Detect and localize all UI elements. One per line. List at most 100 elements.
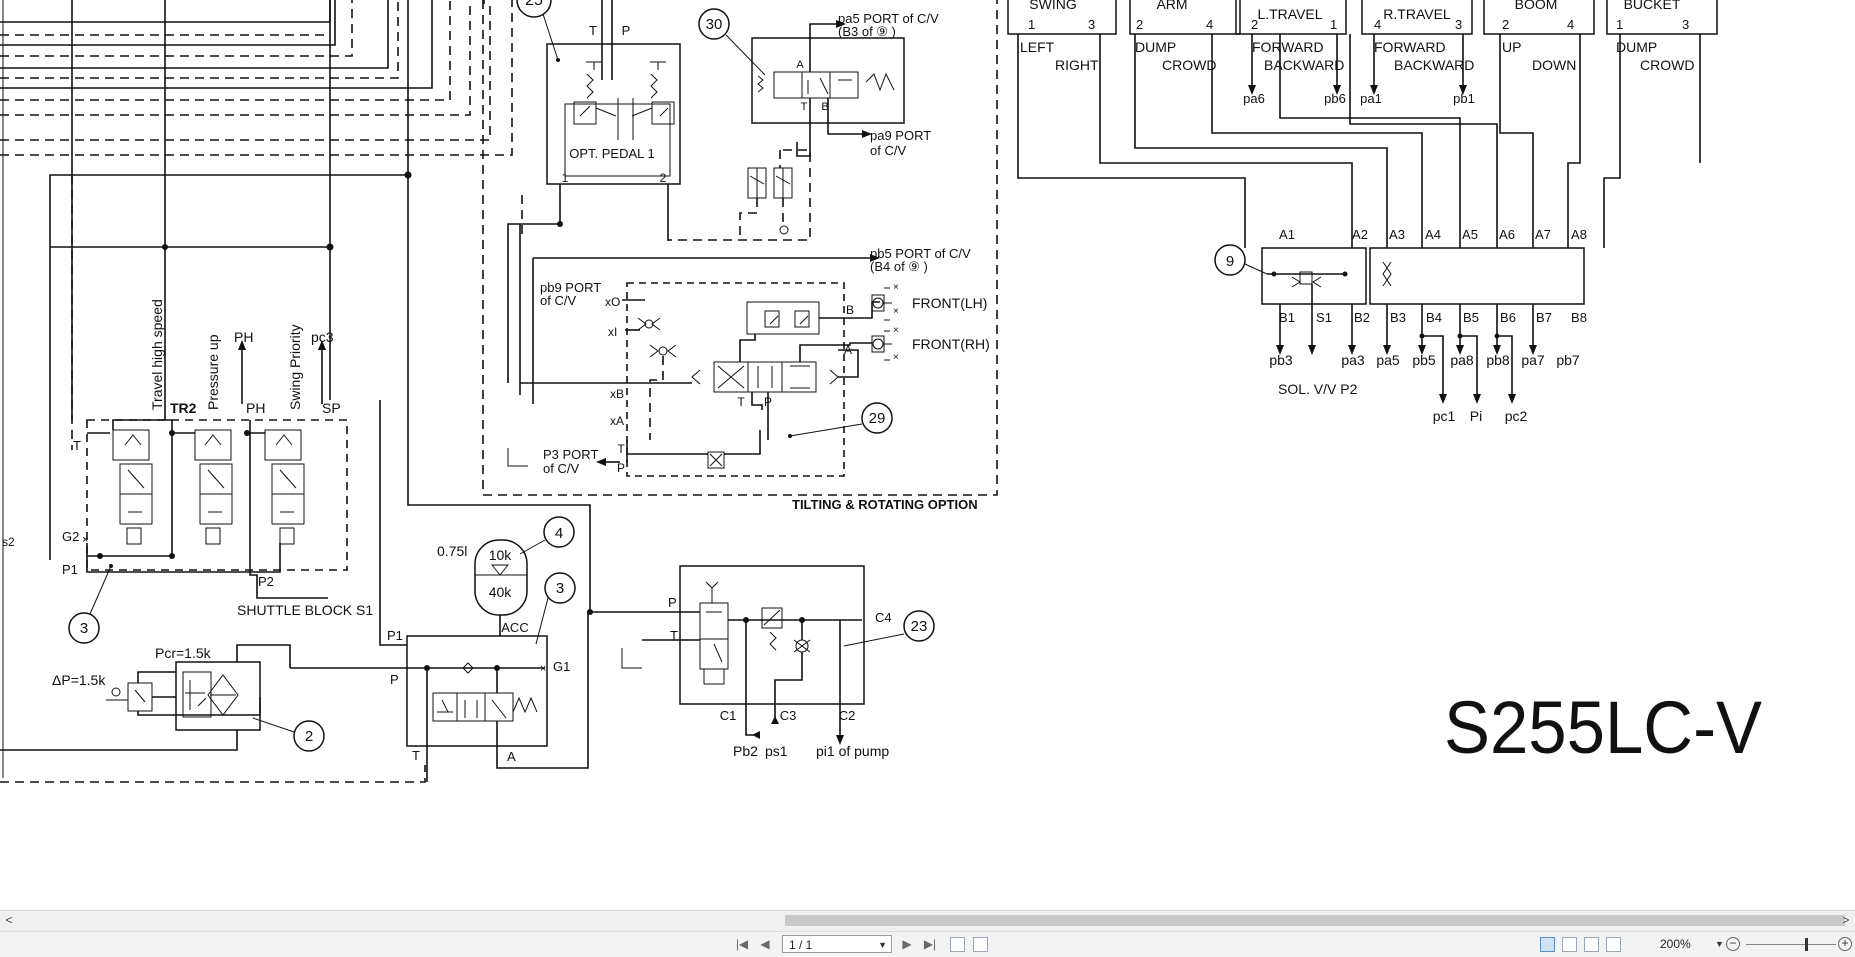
pa9-line1: pa9 PORT [870, 128, 931, 143]
ltravel-name: L.TRAVEL [1257, 6, 1322, 22]
sol-pb7: pb7 [1556, 352, 1580, 368]
two-column-view-icon[interactable] [1584, 937, 1599, 952]
scroll-thumb[interactable] [785, 915, 1845, 926]
swing-port1: 1 [1028, 17, 1035, 32]
pilot-pb1: pb1 [1453, 91, 1475, 106]
shuttle-block-group: Travel high speed Pressure up Swing Prio… [2, 299, 373, 644]
rtravel-port4: 4 [1374, 17, 1381, 32]
sol-b8: B8 [1571, 310, 1587, 325]
zoom-out-button[interactable]: − [1726, 937, 1740, 951]
acc-volume: 0.75l [437, 543, 467, 559]
boom-port2: 2 [1502, 17, 1509, 32]
single-column-view-icon[interactable] [1562, 937, 1577, 952]
rtravel-name: R.TRAVEL [1383, 6, 1451, 22]
pa9-line2: of C/V [870, 143, 906, 158]
arm-name: ARM [1156, 0, 1187, 12]
svg-text:×: × [893, 282, 899, 293]
page-number-select[interactable]: 1 / 1 ▼ [782, 935, 892, 953]
pedal-name: OPT. PEDAL 1 [569, 146, 655, 161]
sol-b3: B3 [1390, 310, 1406, 325]
horizontal-scrollbar[interactable]: < > [0, 910, 1855, 931]
facing-view-icon[interactable] [1606, 937, 1621, 952]
page-number-value: 1 / 1 [789, 938, 813, 952]
shuttle-label-pressure: Pressure up [205, 334, 221, 410]
acc-p1: P1 [387, 628, 403, 643]
v23-c4: C4 [875, 610, 892, 625]
filter-pcr: Pcr=1.5k [155, 645, 212, 661]
first-page-button[interactable]: |◀ [735, 937, 749, 951]
opt-pedal-group: 25 T P OPT. PEDAL 1 1 2 [507, 0, 681, 383]
arm-right: CROWD [1162, 57, 1216, 73]
v23-c3: C3 [780, 708, 797, 723]
shuttle-name: SHUTTLE BLOCK S1 [237, 602, 373, 618]
callout-25 [516, 0, 552, 18]
tilt-xa: xA [610, 414, 624, 428]
acc-top: 10k [489, 547, 513, 563]
tilt-t2: T [617, 442, 625, 456]
pedal-port1: 1 [562, 171, 569, 185]
section-title: TILTING & ROTATING OPTION [792, 497, 978, 512]
sol-pc2: pc2 [1505, 408, 1528, 424]
next-page-button[interactable]: ▶ [902, 937, 912, 951]
v30-a: A [796, 59, 804, 71]
shuttle-side: s2 [2, 535, 15, 549]
callout-2-label: 2 [305, 728, 313, 745]
pb9-line1: pb9 PORT [540, 280, 601, 295]
filter-group: ΔP=1.5k Pcr=1.5k 2 [0, 644, 325, 752]
zoom-slider-track[interactable] [1746, 944, 1836, 945]
shuttle-ph: PH [246, 400, 265, 416]
shuttle-label-swing: Swing Priority [287, 324, 303, 410]
svg-text:×: × [893, 306, 899, 317]
pb9-line2: of C/V [540, 293, 576, 308]
svg-text:×: × [893, 352, 899, 363]
sol-name: SOL. V/V P2 [1278, 381, 1358, 397]
pilot-pa1: pa1 [1360, 91, 1382, 106]
tilt-xo: xO [605, 295, 620, 309]
boom-right: DOWN [1532, 57, 1576, 73]
callout-9 [1214, 244, 1246, 276]
bucket-left: DUMP [1616, 39, 1657, 55]
callout-25-label: 25 [525, 0, 543, 9]
last-page-button[interactable]: ▶| [923, 937, 937, 951]
zoom-slider-thumb[interactable] [1805, 938, 1808, 951]
shuttle-sp: SP [322, 400, 341, 416]
sol-pb5: pb5 [1412, 352, 1436, 368]
document-viewport[interactable]: 25 T P OPT. PEDAL 1 1 2 30 A T [0, 0, 1855, 910]
zoom-level[interactable]: 200% [1660, 937, 1691, 951]
filter-dp: ΔP=1.5k [52, 672, 106, 688]
ltravel-left: FORWARD [1252, 39, 1324, 55]
scroll-right-button[interactable]: > [1842, 913, 1850, 927]
v23-t: T [670, 628, 678, 643]
v23-c2: C2 [839, 708, 856, 723]
sol-a2: A2 [1352, 227, 1368, 242]
svg-text:×: × [540, 663, 546, 675]
chevron-down-icon: ▼ [878, 940, 887, 950]
bucket-port3: 3 [1682, 17, 1689, 32]
sol-b2: B2 [1354, 310, 1370, 325]
single-page-view-icon[interactable] [950, 937, 965, 952]
continuous-view-icon[interactable] [1540, 937, 1555, 952]
acc-label: ACC [501, 620, 528, 635]
pa5-line2: (B3 of ⑨ ) [838, 24, 896, 39]
boom-name: BOOM [1515, 0, 1558, 12]
previous-page-button[interactable]: ◀ [760, 937, 770, 951]
scroll-left-button[interactable]: < [5, 913, 13, 927]
hydraulic-schematic: 25 T P OPT. PEDAL 1 1 2 30 A T [0, 0, 1763, 783]
valve-23-group: P T C4 C1 C3 C2 Pb2 ps1 pi1 of pump 23 [621, 565, 935, 759]
swing-left: LEFT [1020, 39, 1055, 55]
pa5-line1: pa5 PORT of C/V [838, 11, 939, 26]
zoom-dropdown-icon[interactable]: ▼ [1715, 939, 1724, 949]
tilt-xi: xI [608, 325, 617, 339]
zoom-in-button[interactable]: + [1838, 937, 1852, 951]
acc-g1: G1 [553, 659, 570, 674]
acc-p: P [390, 672, 399, 687]
v23-pi1: pi1 of pump [816, 743, 889, 759]
sol-pa3: pa3 [1341, 352, 1365, 368]
callout-30-label: 30 [706, 16, 723, 33]
shuttle-g2: G2 [62, 529, 79, 544]
arm-port2: 2 [1136, 17, 1143, 32]
callout-29 [861, 402, 893, 434]
rtravel-port3: 3 [1455, 17, 1462, 32]
shuttle-tr2: TR2 [170, 400, 197, 416]
two-page-view-icon[interactable] [973, 937, 988, 952]
